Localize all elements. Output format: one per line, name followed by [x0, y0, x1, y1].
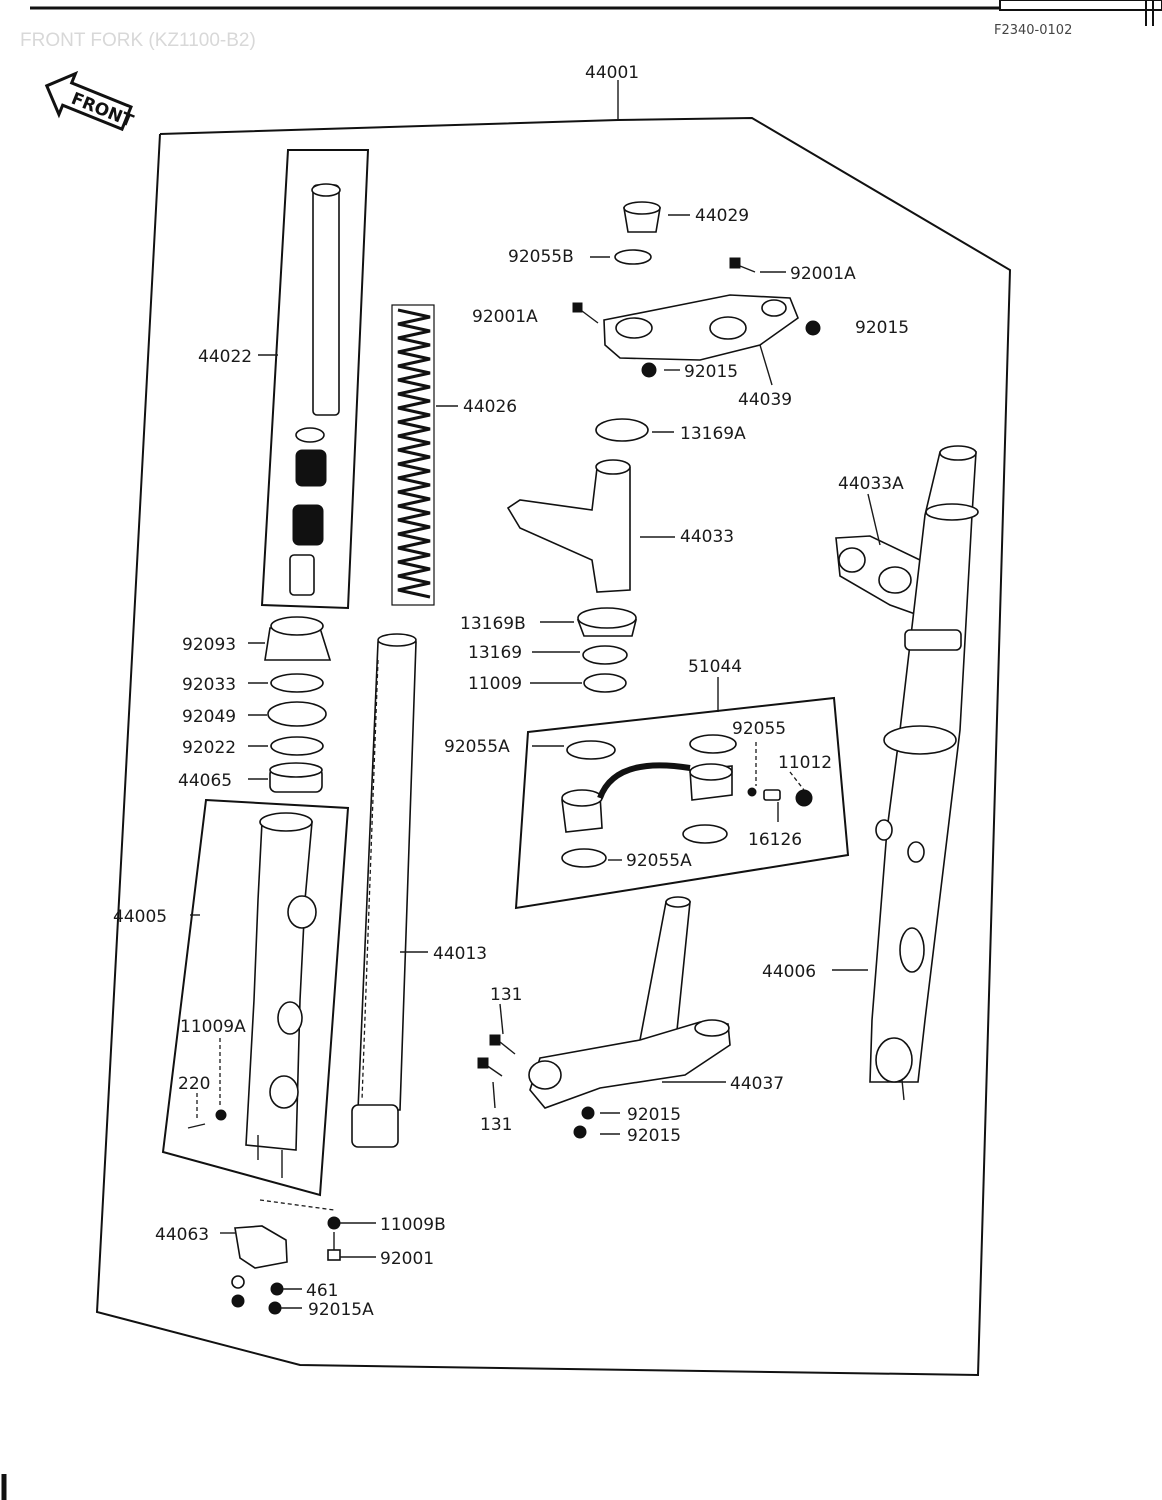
label-51044: 51044: [688, 657, 742, 677]
label-44013: 44013: [433, 944, 487, 964]
label-92093: 92093: [182, 635, 236, 655]
label-44001: 44001: [585, 63, 639, 83]
part-92093-dust-seal: 92093: [182, 616, 332, 661]
part-13169A-bearing-seal: 13169A: [595, 418, 746, 444]
label-92015-b: 92015: [627, 1126, 681, 1146]
label-92001: 92001: [380, 1249, 434, 1269]
part-44039-upper-bracket: 44039: [603, 294, 799, 410]
label-13169: 13169: [468, 643, 522, 663]
label-44026: 44026: [463, 397, 517, 417]
label-131-bottom: 131: [480, 1115, 512, 1135]
label-44006: 44006: [762, 962, 816, 982]
label-44033A: 44033A: [838, 474, 904, 494]
part-92022-washer: 92022: [182, 736, 324, 758]
part-44065-guide-bush: 44065: [178, 762, 323, 793]
label-13169B: 13169B: [460, 614, 526, 634]
label-131-top: 131: [490, 985, 522, 1005]
part-44013-inner-tube: 44013: [351, 633, 487, 1148]
label-13169A: 13169A: [680, 424, 746, 444]
front-direction-arrow-icon: FRONT: [44, 70, 136, 132]
part-44026-fork-spring: 44026: [391, 304, 517, 606]
part-13169-seal: 13169: [468, 643, 628, 665]
label-11012: 11012: [778, 753, 832, 773]
label-44029: 44029: [695, 206, 749, 226]
label-92055A-bottom: 92055A: [626, 851, 692, 871]
part-44063-axle-clamp: 44063 461 92015A 11009B 92001: [155, 1199, 446, 1320]
label-44022: 44022: [198, 347, 252, 367]
label-92055A-left: 92055A: [444, 737, 510, 757]
label-11009B: 11009B: [380, 1215, 446, 1235]
label-92001A-right: 92001A: [790, 264, 856, 284]
label-220: 220: [178, 1074, 210, 1094]
part-44022-fork-tube-box: 44022: [198, 149, 370, 610]
part-44037-steering-stem: 44037 131 131 92015 92015: [477, 896, 784, 1146]
label-11009: 11009: [468, 674, 522, 694]
label-44033: 44033: [680, 527, 734, 547]
label-92015-center: 92015: [684, 362, 738, 382]
label-461: 461: [306, 1281, 338, 1301]
label-92033: 92033: [182, 675, 236, 695]
assembly-44001-outline: 44001: [95, 63, 1012, 1377]
label-44039: 44039: [738, 390, 792, 410]
label-92055: 92055: [732, 719, 786, 739]
figure-code: F2340-0102: [994, 23, 1072, 38]
label-92015-right: 92015: [855, 318, 909, 338]
part-11009-gasket: 11009: [468, 673, 627, 694]
part-92049-oil-seal: 92049: [182, 701, 327, 727]
part-44029-steering-nut: 44029: [623, 201, 749, 233]
part-92015-nut-right: 92015: [805, 318, 909, 338]
label-92001A-left: 92001A: [472, 307, 538, 327]
label-16126: 16126: [748, 830, 802, 850]
part-44033A-bracket: 44033A: [835, 474, 921, 617]
label-11009A: 11009A: [180, 1017, 246, 1037]
label-44005: 44005: [113, 907, 167, 927]
part-44005-outer-tube-left: 44005 11009A 220: [113, 798, 350, 1197]
label-92022: 92022: [182, 738, 236, 758]
label-92015-a: 92015: [627, 1105, 681, 1125]
part-51044-hose-kit: 51044 92055A 92055 11012 16126 92055A: [444, 657, 850, 910]
part-44033-bracket: 44033: [506, 459, 734, 593]
part-13169B-seal: 13169B: [460, 607, 638, 637]
diagram-title: FRONT FORK (KZ1100-B2): [20, 30, 256, 51]
part-92015-nut-center: 92015: [641, 362, 738, 382]
part-92001A-bolt-left: 92001A: [472, 302, 599, 327]
part-92055B-o-ring: 92055B: [508, 247, 652, 267]
label-44065: 44065: [178, 771, 232, 791]
part-92001A-bolt-right: 92001A: [729, 257, 856, 284]
label-44063: 44063: [155, 1225, 209, 1245]
label-92055B: 92055B: [508, 247, 574, 267]
label-92049: 92049: [182, 707, 236, 727]
part-92033-circlip: 92033: [182, 673, 324, 695]
label-92015A: 92015A: [308, 1300, 374, 1320]
label-44037: 44037: [730, 1074, 784, 1094]
part-44006-outer-tube-right: 44006: [762, 445, 979, 1101]
